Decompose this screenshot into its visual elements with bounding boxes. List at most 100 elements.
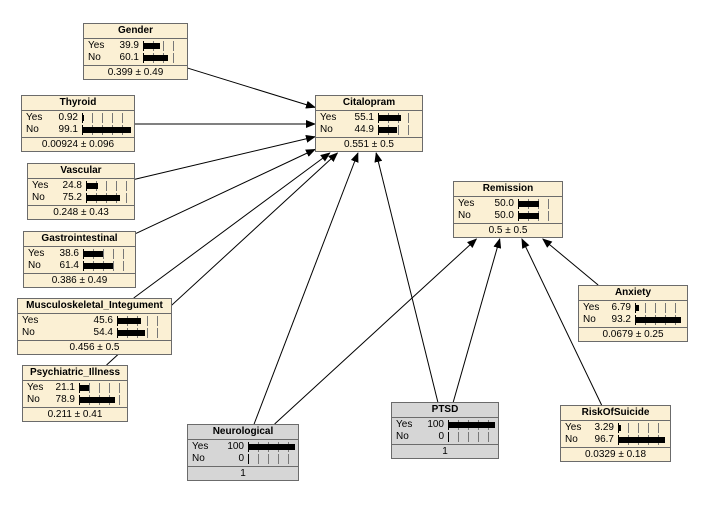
- state-probability: 50.0: [494, 198, 514, 209]
- node-title: Gastrointestinal: [24, 232, 135, 247]
- state-label: Yes: [26, 112, 43, 123]
- state-probability: 3.29: [594, 422, 614, 433]
- state-label: Yes: [22, 315, 39, 326]
- probability-bar: [117, 316, 167, 326]
- probability-bar-fill: [379, 115, 402, 121]
- state-row-no: No 75.2: [28, 192, 134, 204]
- probability-bar: [86, 193, 130, 203]
- state-label: Yes: [192, 441, 209, 452]
- probability-bar: [448, 432, 494, 442]
- probability-bar: [143, 53, 183, 63]
- probability-bar: [83, 249, 131, 259]
- probability-bar-fill: [118, 318, 141, 324]
- edge-risk-to-remission: [521, 238, 603, 406]
- probability-bar-fill: [619, 425, 621, 431]
- state-label: Yes: [583, 302, 600, 313]
- node-summary: 0.551 ± 0.5: [344, 139, 394, 150]
- node-title: Vascular: [28, 164, 134, 179]
- node-summary: 1: [442, 446, 448, 457]
- probability-bar: [82, 125, 131, 135]
- state-probability: 38.6: [59, 248, 79, 259]
- node-title: RiskOfSuicide: [561, 406, 670, 421]
- state-label: No: [32, 192, 45, 203]
- state-label: No: [192, 453, 205, 464]
- edge-vascular-to-citalopram: [134, 134, 316, 180]
- probability-bar: [79, 395, 123, 405]
- probability-bar-fill: [84, 263, 114, 269]
- state-label: No: [396, 431, 409, 442]
- node-title: Citalopram: [316, 96, 422, 111]
- node-summary: 0.248 ± 0.43: [53, 207, 109, 218]
- state-probability: 39.9: [119, 40, 139, 51]
- state-probability: 55.1: [354, 112, 374, 123]
- edge-gender-to-citalopram: [187, 67, 316, 109]
- edge-neurological-to-citalopram: [253, 152, 359, 425]
- probability-bar-fill: [619, 437, 666, 443]
- probability-bar-fill: [144, 55, 169, 61]
- probability-bar-fill: [249, 444, 295, 450]
- probability-bar: [448, 420, 495, 430]
- state-label: No: [565, 434, 578, 445]
- state-probability: 75.2: [62, 192, 82, 203]
- node-summary: 1: [240, 468, 246, 479]
- probability-bar-fill: [449, 422, 495, 428]
- state-label: Yes: [88, 40, 105, 51]
- edge-ptsd-to-citalopram: [374, 152, 439, 403]
- probability-bar-fill: [80, 385, 90, 391]
- state-probability: 0: [438, 431, 444, 442]
- state-probability: 99.1: [58, 124, 78, 135]
- node-title: Remission: [454, 182, 562, 197]
- probability-bar-fill: [636, 305, 640, 311]
- probability-bar-fill: [84, 251, 103, 257]
- probability-bar-fill: [519, 213, 539, 219]
- probability-bar: [79, 383, 123, 393]
- probability-bar: [518, 211, 558, 221]
- state-row-no: No 44.9: [316, 124, 422, 136]
- state-row-yes: Yes 39.9: [84, 40, 187, 52]
- node-summary: 0.386 ± 0.49: [51, 275, 108, 286]
- state-probability: 44.9: [354, 124, 374, 135]
- state-label: Yes: [396, 419, 413, 430]
- probability-bar: [635, 315, 683, 325]
- probability-bar-fill: [379, 127, 397, 133]
- probability-bar: [618, 435, 666, 445]
- state-label: No: [320, 124, 333, 135]
- edge-ptsd-to-remission: [452, 238, 502, 403]
- probability-bar: [83, 261, 131, 271]
- node-summary: 0.5 ± 0.5: [488, 225, 528, 236]
- probability-bar-fill: [87, 195, 121, 201]
- node-title: Anxiety: [579, 286, 687, 301]
